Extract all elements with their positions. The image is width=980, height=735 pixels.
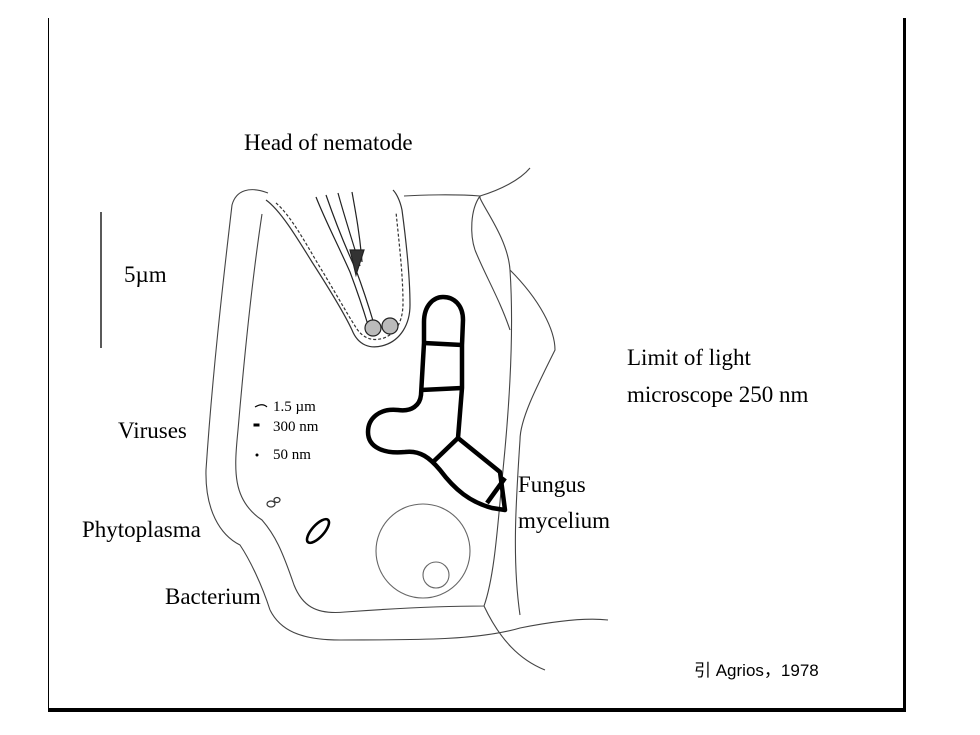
- nucleus-outer: [375, 503, 471, 599]
- virus-size-50nm: 50 nm: [273, 447, 311, 463]
- viruses: [253, 404, 268, 457]
- right-cell-wall: [479, 167, 556, 671]
- central-cell-wall-outer: [269, 609, 609, 641]
- citation: 引 Agrios，1978: [694, 661, 819, 680]
- virus-50nm: [255, 453, 259, 457]
- frame-left-border: [48, 18, 49, 711]
- light-microscope-limit-line1: Limit of light: [627, 345, 751, 370]
- hypha-septum-1: [423, 340, 463, 348]
- virus-size-300nm: 300 nm: [273, 419, 319, 435]
- nematode-gland-right: [381, 317, 399, 335]
- nematode-label: Head of nematode: [244, 130, 413, 155]
- frame-right-border: [903, 18, 906, 711]
- virus-rod-1-5um: [254, 404, 268, 408]
- nematode-stylet-2: [325, 194, 375, 325]
- light-microscope-limit-line2: microscope 250 nm: [627, 382, 809, 407]
- nematode-stylet-1: [315, 196, 369, 326]
- central-cell-wall-inner: [235, 196, 513, 614]
- phytoplasma-cell-2: [273, 496, 281, 504]
- fungus-label-line1: Fungus: [518, 472, 586, 497]
- nematode-gland-left: [364, 319, 382, 337]
- hypha-septum-3: [431, 436, 460, 464]
- virus-size-1-5um: 1.5 µm: [273, 399, 316, 415]
- nematode-stylet-tip: [349, 249, 365, 278]
- viruses-label: Viruses: [118, 418, 187, 443]
- bacterium: [305, 517, 331, 545]
- phytoplasma: [266, 496, 281, 508]
- fungus-mycelium: [365, 294, 508, 513]
- nucleus: [375, 503, 471, 599]
- nematode-body-inner: [275, 202, 404, 341]
- nucleus-inner: [422, 561, 450, 589]
- hypha-septum-2: [420, 385, 463, 393]
- right-wall-outer: [474, 249, 511, 331]
- bacterium-label: Bacterium: [165, 584, 261, 609]
- phytoplasma-cell-1: [266, 500, 276, 508]
- fungus-label-line2: mycelium: [518, 508, 610, 533]
- hypha-outline: [365, 294, 508, 513]
- nematode-body-outer: [265, 189, 411, 348]
- scale-bar-label: 5µm: [124, 262, 167, 287]
- left-cell-wall-outer: [205, 189, 271, 611]
- upper-cell-wall: [403, 194, 481, 251]
- host-cell-walls: [205, 167, 609, 671]
- phytoplasma-label: Phytoplasma: [82, 517, 201, 542]
- virus-300nm: [253, 423, 260, 427]
- hypha-septum-4: [485, 476, 507, 505]
- frame-bottom-border: [48, 708, 906, 712]
- nematode-head: [265, 189, 411, 348]
